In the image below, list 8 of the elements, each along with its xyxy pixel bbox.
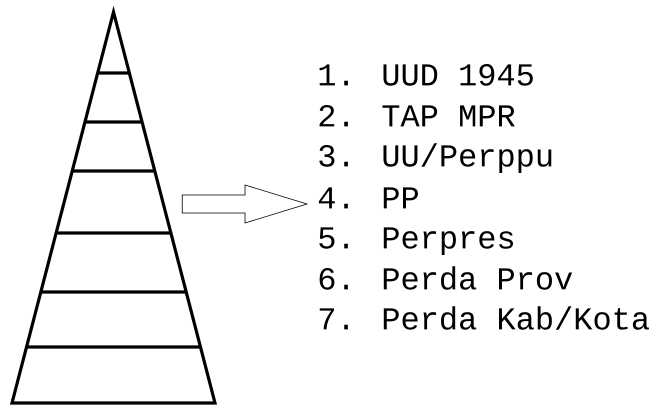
list-item: 4. PP <box>318 187 418 208</box>
arrow <box>182 184 308 224</box>
list-item: 6. Perda Prov <box>320 266 572 290</box>
list-item: 2. TAP MPR <box>320 105 515 126</box>
list-item: 5. Perpres <box>319 227 514 256</box>
list-item: 3. UU/Perppu <box>319 143 552 174</box>
list-item: 1. UUD 1945 <box>320 64 533 86</box>
list-item: 7. Perda Kab/Kota <box>320 306 649 330</box>
